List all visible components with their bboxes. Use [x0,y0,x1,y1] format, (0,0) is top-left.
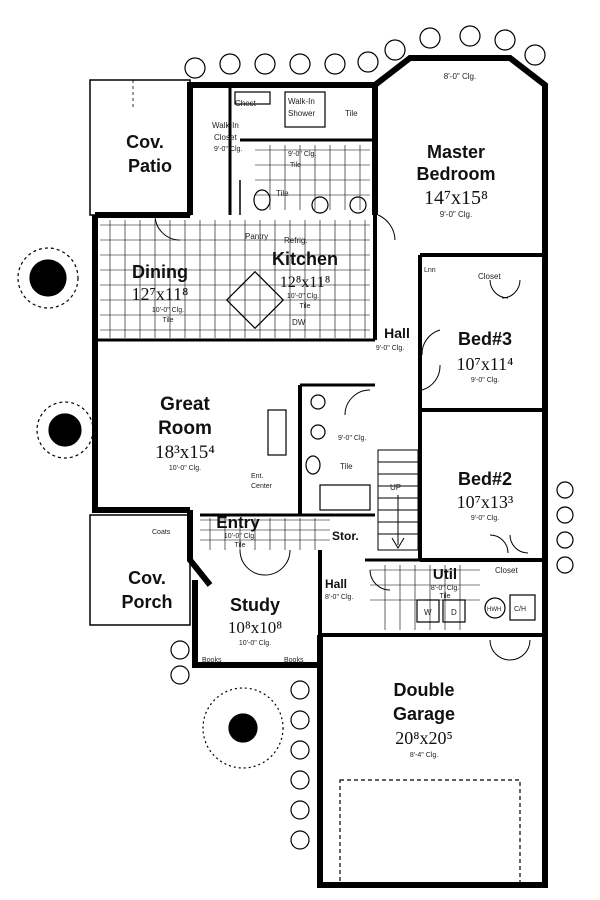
great-room-label-2: Room [158,418,212,439]
books-left-label: Books [202,657,222,664]
chest-label: Chest [235,99,257,108]
bath2-clg: 9'-0" Clg. [338,435,366,442]
linen-label: Lnn [424,267,436,274]
walk-in-shower-label-1: Walk-In [288,97,315,106]
interior-walls [95,85,545,637]
doors [154,214,531,661]
pantry-label: Pantry [245,232,268,241]
hall-label: Hall [384,325,410,341]
walk-in-closet-clg: 9'-0" Clg. [214,146,242,153]
dining-floor: Tile [162,317,173,324]
master-bath-clg: 9'-0" Clg. [288,151,316,158]
fixtures [225,91,536,886]
cov-patio-label-2: Patio [128,156,172,176]
entry-label: Entry [216,513,260,532]
storage-label: Stor. [332,529,359,543]
stairs-up-label: UP [390,483,401,492]
washer-label: W [424,608,432,617]
entry-clg: 10'-0" Clg. [224,533,256,540]
bed2-closet-label: Closet [495,566,518,575]
great-room-size: 18³x15⁴ [155,442,215,463]
bed3-label: Bed#3 [458,329,512,349]
walk-in-shower-label-2: Shower [288,109,315,118]
master-bedroom-size: 14⁷x15⁸ [424,187,488,209]
kitchen-floor: Tile [299,303,310,310]
study-label: Study [230,595,280,615]
dining-size: 12⁷x11⁸ [132,284,189,304]
walk-in-closet-label-1: Walk-In [212,121,239,130]
bed2-size: 10⁷x13³ [457,492,514,512]
great-room-label-1: Great [160,394,210,415]
cov-porch-label-2: Porch [121,592,172,612]
kitchen-clg: 10'-0" Clg. [287,293,319,300]
garage-clg: 8'-4" Clg. [410,752,438,759]
bed3-clg: 9'-0" Clg. [471,377,499,384]
study-size: 10⁸x10⁸ [228,618,282,637]
util-label: Util [433,566,457,583]
kitchen-size: 12⁸x11⁸ [280,274,331,291]
garage-label-1: Double [394,680,455,700]
ent-center-label-2: Center [251,483,273,490]
dryer-label: D [451,608,457,617]
hall2-label: Hall [325,577,347,591]
hwh-label: HWH [487,607,501,613]
cov-porch-label-1: Cov. [128,568,166,588]
kitchen-label: Kitchen [272,249,338,269]
labels: Cov. Patio Chest Walk-In Closet 9'-0" Cl… [121,72,526,759]
util-floor: Tile [439,593,450,600]
bath2-floor: Tile [340,462,353,471]
cov-patio-label-1: Cov. [126,132,164,152]
garage-label-2: Garage [393,704,455,724]
cfh-label: C/H [514,606,526,613]
entry-floor: Tile [234,542,245,549]
dining-label: Dining [132,262,188,282]
dishwasher-label: DW [292,318,306,327]
tile-top-label: Tile [345,109,358,118]
master-bedroom-label-2: Bedroom [416,164,495,184]
books-right-label: Books [284,657,304,664]
bed2-clg: 9'-0" Clg. [471,515,499,522]
hall2-clg: 8'-0" Clg. [325,594,353,601]
stairs [377,449,419,551]
ent-center-label-1: Ent. [251,473,264,480]
tile-floors [100,145,480,630]
coats-label: Coats [152,529,171,536]
dining-clg: 10'-0" Clg. [152,307,184,314]
master-bedroom-label-1: Master [427,142,485,162]
walk-in-closet-label-2: Closet [214,133,237,142]
master-bath-floor: Tile [290,162,301,169]
refrig-label: Refrig. [284,236,308,245]
bay-clg: 8'-0" Clg. [444,72,476,81]
hall-clg: 9'-0" Clg. [376,345,404,352]
master-bedroom-clg: 9'-0" Clg. [440,210,472,219]
wc-tile-label: Tile [276,189,289,198]
bed2-label: Bed#2 [458,469,512,489]
util-clg: 8'-0" Clg. [431,585,459,592]
exterior-walls [92,55,548,888]
garage-size: 20⁸x20⁵ [395,728,453,748]
bed3-closet-label: Closet [478,272,501,281]
great-room-clg: 10'-0" Clg. [169,465,201,472]
bed3-size: 10⁷x11⁴ [457,354,514,374]
study-clg: 10'-0" Clg. [239,640,271,647]
landscaping-shrubs [17,25,574,850]
